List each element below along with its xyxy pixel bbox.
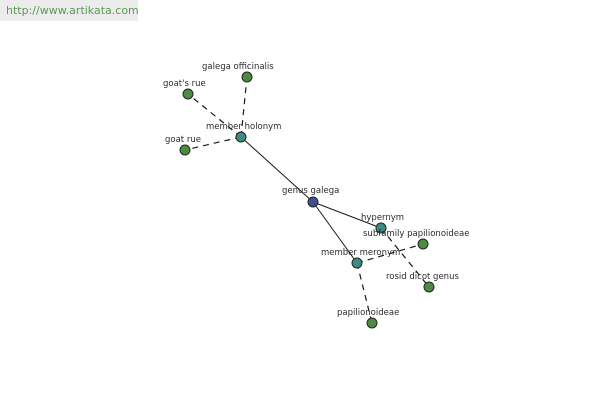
- source-link[interactable]: http://www.artikata.com: [6, 4, 139, 17]
- node-label-subfamily-papilionoideae[interactable]: subfamily papilionoideae: [363, 229, 469, 239]
- edge-genus-galega-to-hypernym: [312, 201, 382, 229]
- node-goats-rue[interactable]: goat's rue: [163, 79, 206, 100]
- node-goat-rue[interactable]: goat rue: [165, 135, 201, 156]
- node-label-rosid-dicot-genus[interactable]: rosid dicot genus: [386, 272, 459, 282]
- source-banner: http://www.artikata.com: [0, 0, 139, 21]
- node-genus-galega[interactable]: genus galega: [282, 186, 339, 208]
- node-dot-hypernym[interactable]: [375, 222, 387, 234]
- node-label-member-holonym[interactable]: member holonym: [206, 122, 281, 132]
- node-label-member-meronym[interactable]: member meronym: [321, 248, 400, 258]
- edges-layer: [184, 76, 430, 324]
- node-member-holonym[interactable]: member holonym: [206, 122, 281, 143]
- node-dot-member-holonym[interactable]: [235, 131, 247, 143]
- node-label-galega-officinalis[interactable]: galega officinalis: [202, 62, 274, 72]
- node-galega-officinalis[interactable]: galega officinalis: [202, 62, 274, 83]
- edge-member-meronym-to-subfamily-papilionoideae: [356, 243, 424, 264]
- nodes-layer: genus galega member holonym hypernym member…: [163, 62, 469, 329]
- node-label-goat-rue[interactable]: goat rue: [165, 135, 201, 145]
- node-dot-member-meronym[interactable]: [351, 257, 363, 269]
- node-label-papilionoideae[interactable]: papilionoideae: [337, 308, 399, 318]
- node-dot-galega-officinalis[interactable]: [241, 71, 253, 83]
- node-label-goats-rue[interactable]: goat's rue: [163, 79, 206, 89]
- node-label-genus-galega[interactable]: genus galega: [282, 186, 339, 196]
- node-label-hypernym[interactable]: hypernym: [361, 213, 404, 223]
- node-dot-goats-rue[interactable]: [182, 88, 194, 100]
- node-dot-goat-rue[interactable]: [179, 144, 191, 156]
- edge-member-holonym-to-goats-rue: [187, 93, 242, 138]
- node-subfamily-papilionoideae[interactable]: subfamily papilionoideae: [363, 229, 469, 250]
- node-rosid-dicot-genus[interactable]: rosid dicot genus: [386, 272, 459, 293]
- node-member-meronym[interactable]: member meronym: [321, 248, 400, 269]
- edge-hypernym-to-rosid-dicot-genus: [380, 227, 430, 288]
- edge-genus-galega-to-member-meronym: [312, 201, 358, 264]
- node-papilionoideae[interactable]: papilionoideae: [337, 308, 399, 329]
- node-dot-rosid-dicot-genus[interactable]: [423, 281, 435, 293]
- edge-member-holonym-to-goat-rue: [184, 136, 242, 151]
- node-hypernym[interactable]: hypernym: [361, 213, 404, 234]
- node-dot-genus-galega[interactable]: [307, 196, 319, 208]
- node-dot-papilionoideae[interactable]: [366, 317, 378, 329]
- edge-genus-galega-to-member-holonym: [240, 136, 314, 203]
- node-dot-subfamily-papilionoideae[interactable]: [417, 238, 429, 250]
